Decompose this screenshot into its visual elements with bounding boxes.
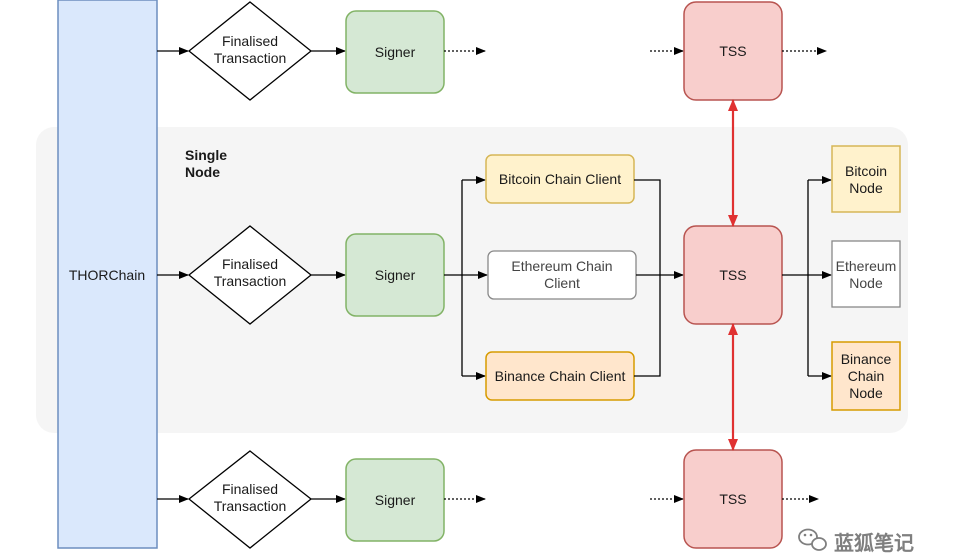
signer-box-top[interactable] (345, 10, 445, 94)
finalised-transaction-bottom[interactable] (187, 450, 313, 549)
signer-label-bottom: Signer (375, 492, 416, 508)
single-node-label-line1: Single (185, 147, 227, 163)
signer-box-bottom[interactable] (345, 458, 445, 542)
bitcoin-chain-client-box[interactable] (485, 154, 635, 204)
ethereum-chain-client-label-line2: Client (544, 275, 580, 291)
ethereum-chain-client-label-line1: Ethereum Chain (511, 258, 612, 274)
thorchain-label: THORChain (69, 267, 145, 283)
thorchain-box[interactable] (57, 0, 158, 549)
ethereum-node-box[interactable] (831, 240, 901, 308)
connector-binance-client-out (634, 275, 661, 377)
finalised-label-line1-mid: Finalised (222, 256, 278, 272)
finalised-label-line2-top: Transaction (214, 50, 287, 66)
single-node-label-line2: Node (185, 164, 220, 180)
bitcoin-node-box[interactable] (831, 145, 901, 213)
binance-chain-client-label: Binance Chain Client (495, 368, 626, 384)
finalised-transaction-mid[interactable] (187, 225, 313, 325)
binance-node-label-line2: Chain (848, 368, 885, 384)
ethereum-node-label-line2: Node (849, 275, 883, 291)
bitcoin-chain-client-label: Bitcoin Chain Client (499, 171, 621, 187)
signer-label-mid: Signer (375, 267, 416, 283)
finalised-transaction-top[interactable] (187, 1, 313, 101)
binance-chain-node-box[interactable] (831, 341, 901, 411)
finalised-label-line1-bottom: Finalised (222, 481, 278, 497)
finalised-label-line1-top: Finalised (222, 33, 278, 49)
binance-node-label-line3: Node (849, 385, 883, 401)
finalised-label-line2-mid: Transaction (214, 273, 287, 289)
wechat-icon (798, 528, 827, 551)
connector-bitcoin-client-out (634, 179, 661, 275)
tss-label-bottom: TSS (719, 491, 746, 507)
signer-label-top: Signer (375, 44, 416, 60)
bitcoin-node-label-line2: Node (849, 180, 883, 196)
ethereum-node-label-line1: Ethereum (836, 258, 897, 274)
single-node-region (36, 127, 908, 433)
watermark-text: 蓝狐笔记 (834, 531, 914, 555)
bitcoin-node-label-line1: Bitcoin (845, 163, 887, 179)
binance-node-label-line1: Binance (841, 351, 892, 367)
finalised-label-line2-bottom: Transaction (214, 498, 287, 514)
tss-label-mid: TSS (719, 267, 746, 283)
tss-label-top: TSS (719, 43, 746, 59)
